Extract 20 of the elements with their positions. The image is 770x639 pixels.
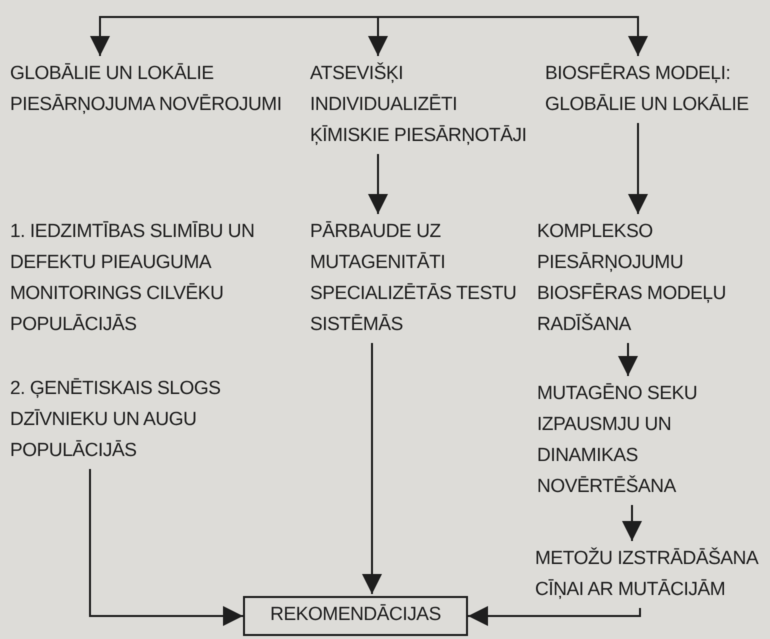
step-text: 1. IEDZIMTĪBAS SLIMĪBU UN DEFEKTU PIEAUGUMA MONITORINGS CILVĒKU POPULĀCIJĀS (10, 216, 300, 340)
arrow (90, 16, 378, 56)
step-text: MUTAGĒNO SEKU IZPAUSMJU UN DINAMIKAS NOVĒRTĒŠANA (537, 378, 770, 502)
arrow (378, 16, 648, 56)
step-text: 2. ĢENĒTISKAIS SLOGS DZĪVNIEKU UN AUGU POPULĀCIJĀS (10, 373, 300, 466)
step-text: KOMPLEKSO PIESĀRŅOJUMU BIOSFĒRAS MODEĻU RADĪŠANA (537, 216, 770, 340)
result-box: REKOMENDĀCIJAS (243, 596, 468, 636)
step-text: METOŽU IZSTRĀDĀŠANA CĪŅAI AR MUTĀCIJĀM (535, 543, 770, 605)
arrow (89, 469, 243, 626)
step-text: ATSEVIŠĶI INDIVIDUALIZĒTI ĶĪMISKIE PIESĀRŅOTĀJI (310, 58, 530, 151)
step-text: BIOSFĒRAS MODEĻI: GLOBĀLIE UN LOKĀLIE (545, 58, 770, 120)
arrow (368, 17, 388, 56)
step-text: PĀRBAUDE UZ MUTAGENITĀTI SPECIALIZĒTĀS TESTU SISTĒMĀS (310, 216, 530, 340)
step-text: GLOBĀLIE UN LOKĀLIE PIESĀRŅOJUMA NOVĒROJUMI (10, 58, 300, 120)
arrow (618, 343, 638, 376)
arrow (362, 343, 382, 594)
arrow (628, 123, 648, 214)
arrow (368, 154, 388, 214)
arrow (468, 606, 641, 626)
arrow (622, 505, 642, 541)
